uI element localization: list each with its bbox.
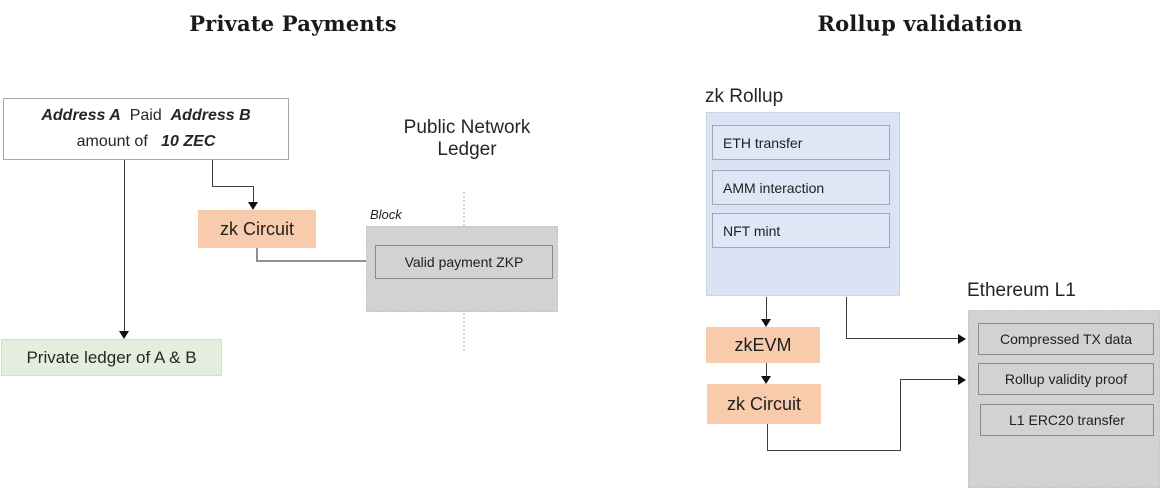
address-a-text: Address A [41,107,121,124]
arrowhead-zkcircuit-left [248,202,258,210]
private-ledger-box: Private ledger of A & B [1,339,222,376]
valid-payment-zkp-box: Valid payment ZKP [375,245,553,279]
valid-payment-zkp-label: Valid payment ZKP [404,254,524,270]
rollup-validity-proof-label: Rollup validity proof [1004,371,1128,387]
arrowhead-zkevm [761,319,771,327]
amm-interaction-box: AMM interaction [712,170,890,205]
rollup-validity-proof-box: Rollup validity proof [978,363,1154,395]
connector-zkcircuit-to-proof-v2 [900,379,901,451]
nft-mint-box: NFT mint [712,213,890,248]
connector-tx-to-zkcircuit-h [212,186,254,187]
connector-rollup-to-txdata-h [846,338,958,339]
chain-dotted-line-bottom [463,313,465,351]
arrowhead-zkcircuit-right [761,376,771,384]
connector-rollup-to-txdata-v [846,297,847,339]
l1-erc20-transfer-box: L1 ERC20 transfer [980,404,1154,436]
zk-rollup-box: ETH transfer AMM interaction NFT mint [706,112,900,296]
block-label: Block [370,207,402,222]
chain-dotted-line-top [463,192,465,226]
transaction-line1: Address A Paid Address B [41,103,250,129]
connector-zkcircuit-to-proof-v1 [767,424,768,451]
compressed-tx-data-label: Compressed TX data [999,331,1133,347]
amount-of-text: amount of [76,133,148,150]
zkevm-box: zkEVM [706,327,820,363]
block-box: Valid payment ZKP [366,226,558,312]
l1-erc20-transfer-label: L1 ERC20 transfer [1009,412,1125,428]
compressed-tx-data-box: Compressed TX data [978,323,1154,355]
zkevm-label: zkEVM [734,334,792,355]
zk-circuit-right-label: zk Circuit [726,393,801,414]
connector-zkcircuit-to-block-h [256,260,366,262]
connector-rollup-to-zkevm [766,297,767,319]
eth-transfer-label: ETH transfer [723,134,803,151]
eth-transfer-box: ETH transfer [712,125,890,160]
connector-tx-to-private-ledger [124,160,125,331]
arrowhead-txdata [958,334,966,344]
ethereum-l1-box: Compressed TX data Rollup validity proof… [968,310,1160,488]
nft-mint-label: NFT mint [723,222,781,239]
transaction-box: Address A Paid Address B amount of 10 ZE… [3,98,289,160]
public-network-ledger-label: Public Network Ledger [403,117,531,160]
paid-text: Paid [129,107,162,124]
connector-zkcircuit-to-proof-h1 [767,450,901,451]
zk-circuit-left-label: zk Circuit [219,218,294,239]
zk-circuit-right-box: zk Circuit [707,384,821,424]
connector-zkevm-to-zkcircuit [766,363,767,377]
amount-text: 10 ZEC [161,133,216,150]
ethereum-l1-label: Ethereum L1 [967,280,1076,301]
rollup-validation-title: Rollup validation [817,11,1023,36]
address-b-text: Address B [170,107,251,124]
arrowhead-private-ledger [119,331,129,339]
amm-interaction-label: AMM interaction [723,179,825,196]
private-ledger-label: Private ledger of A & B [26,347,197,367]
arrowhead-proof [958,375,966,385]
zk-circuit-left-box: zk Circuit [198,210,316,248]
connector-zkcircuit-to-block-v [256,248,258,262]
connector-zkcircuit-to-proof-h2 [900,379,958,380]
connector-tx-to-zkcircuit-v2 [253,186,254,203]
private-payments-title: Private Payments [189,11,397,36]
transaction-line2: amount of 10 ZEC [77,129,216,155]
connector-tx-to-zkcircuit-v1 [212,160,213,187]
zk-rollup-label: zk Rollup [705,86,784,107]
